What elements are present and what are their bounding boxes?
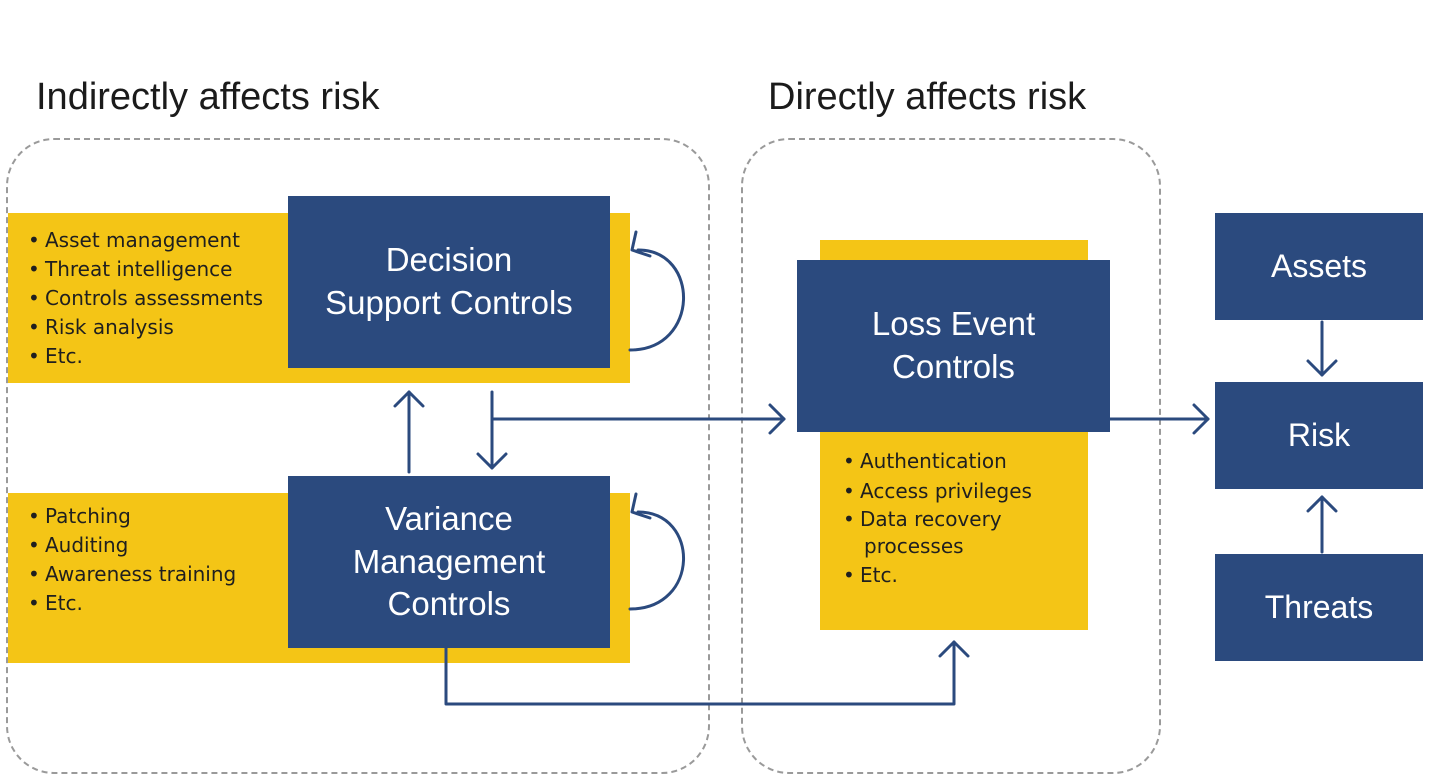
list-item: •Authentication [843, 449, 1007, 473]
arrowhead [393, 390, 425, 408]
variance-management-controls-label: Variance Management Controls [352, 499, 546, 623]
variance-feedback-loop [628, 510, 685, 611]
list-item: •Etc. [28, 591, 83, 615]
assets-label: Assets [1270, 247, 1368, 284]
list-item: •Access privileges [843, 479, 1032, 503]
decision-support-controls-label: Decision Support Controls [325, 241, 573, 321]
indirect-heading: Indirectly affects risk [36, 76, 380, 118]
direct-group-frame [741, 138, 1161, 774]
assets-box: Assets [1215, 213, 1423, 320]
list-item: •Etc. [28, 344, 83, 368]
threats-box: Threats [1215, 554, 1423, 661]
risk-label: Risk [1287, 416, 1351, 453]
arrowhead [938, 640, 970, 658]
arrowhead [476, 452, 508, 470]
decision-support-feedback-loop [628, 248, 685, 352]
list-item: processes [864, 534, 964, 558]
loss-event-controls-box: Loss Event Controls [797, 260, 1110, 432]
risk-box: Risk [1215, 382, 1423, 489]
threats-label: Threats [1264, 588, 1374, 625]
list-item: •Threat intelligence [28, 257, 233, 281]
loss-event-examples-list: •Authentication •Access privileges •Data… [843, 446, 1032, 590]
arrowhead [1306, 495, 1338, 513]
loss-event-controls-label: Loss Event Controls [871, 305, 1036, 385]
list-item: •Data recovery [843, 507, 1002, 531]
variance-management-controls-box: Variance Management Controls [288, 476, 610, 648]
indirect-group-frame [6, 138, 710, 774]
list-item: •Controls assessments [28, 286, 264, 310]
arrowhead [1192, 403, 1210, 435]
arrowhead [1306, 359, 1338, 377]
list-item: •Asset management [28, 228, 240, 252]
list-item: •Risk analysis [28, 315, 174, 339]
decision-support-examples-list: •Asset management •Threat intelligence •… [28, 226, 263, 371]
variance-to-loss-event-arrow [444, 640, 956, 706]
arrowhead [630, 492, 652, 520]
arrowhead [768, 403, 786, 435]
list-item: •Etc. [843, 563, 898, 587]
decision-support-controls-box: Decision Support Controls [288, 196, 610, 368]
variance-management-examples-list: •Patching •Auditing •Awareness training … [28, 502, 236, 618]
list-item: •Auditing [28, 533, 129, 557]
list-item: •Awareness training [28, 562, 237, 586]
direct-heading: Directly affects risk [768, 76, 1087, 118]
list-item: •Patching [28, 504, 131, 528]
arrowhead [630, 230, 652, 258]
